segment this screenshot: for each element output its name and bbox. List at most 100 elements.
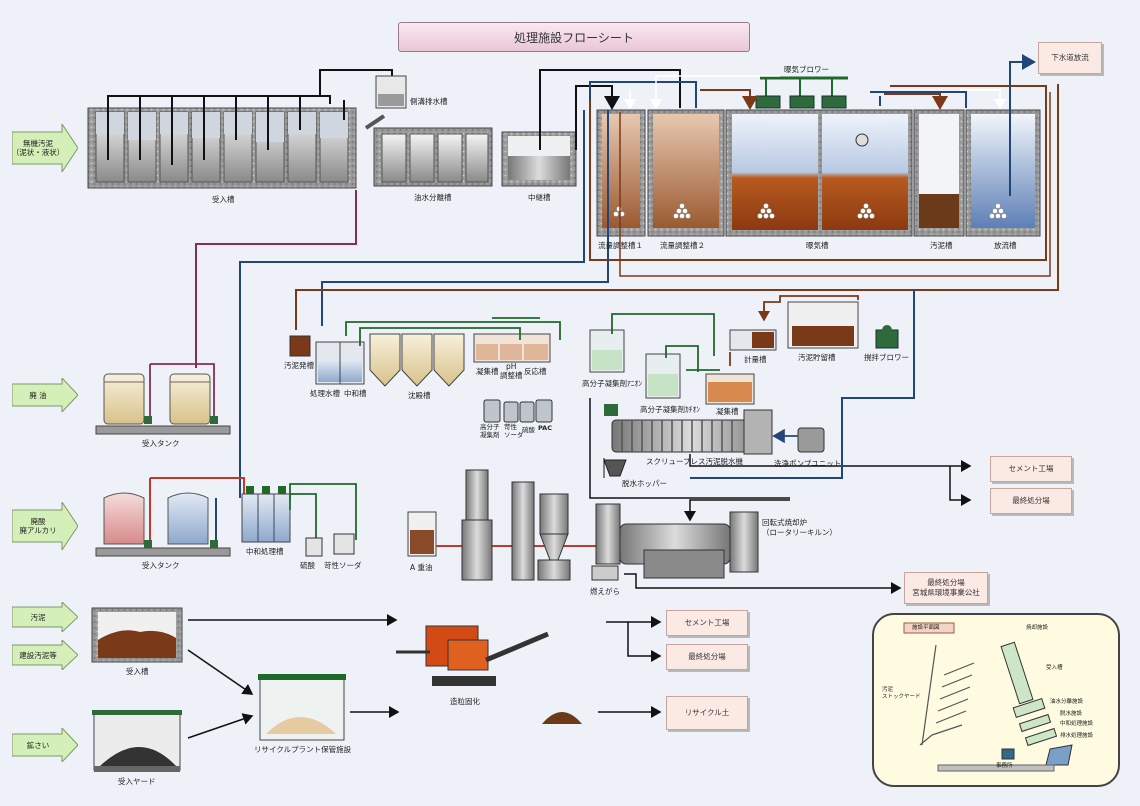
ph-reaction-tanks: [473, 333, 551, 363]
dest-final-1: 最終処分場: [990, 488, 1072, 514]
label-aeration-blower: 曝気ブロワー: [784, 65, 829, 74]
wash-pump: [772, 427, 825, 453]
label-recycle-plant: リサイクルプラント保管施設: [254, 745, 352, 754]
recycle-plant-storage: [258, 674, 346, 741]
sedimentation-tanks: [369, 333, 465, 387]
label-sedimentation-tank: 沈殿槽: [408, 391, 431, 400]
sulfuric-caustic-drums: [305, 533, 355, 557]
label-cinders: 燃えがら: [590, 587, 620, 596]
label-discharge-tank: 放流槽: [994, 241, 1017, 250]
side-drain-tank: [375, 75, 407, 109]
label-aeration-tank: 曝気槽: [806, 241, 829, 250]
label-chem-pac: PAC: [538, 424, 552, 432]
label-flow-adjust-2: 流量調整槽２: [660, 241, 705, 250]
dest-cement-1: セメント工場: [990, 456, 1072, 482]
label-receiving-tank-main: 受入槽: [212, 195, 235, 204]
aeration-blower: [755, 76, 869, 147]
dest-final-3: 最終処分場: [666, 644, 748, 670]
site-map-title: 施設平面図: [912, 625, 940, 631]
receiving-tank-main: [87, 107, 357, 189]
input-arrow-waste-oil: 廃 油: [12, 378, 78, 412]
label-reaction-tank: 反応槽: [524, 367, 547, 376]
label-oil-water-separator: 油水分離槽: [414, 193, 452, 202]
label-rotary-kiln: 回転式焼却炉 （ロータリーキルン）: [762, 518, 837, 537]
cinders-bin: [591, 565, 619, 581]
treated-water-tank: [315, 341, 365, 385]
site-map-drawing: [903, 622, 1073, 772]
heavy-oil-tank: [407, 511, 437, 557]
flow-adjust-tank-1: [596, 109, 646, 237]
label-receiving-yard: 受入ヤード: [118, 777, 156, 786]
chemical-drums: [483, 399, 553, 423]
label-sludge-pit: 汚泥発槽: [284, 361, 314, 370]
sludge-tank: [913, 109, 965, 237]
label-chem-caustic: 苛性 ソーダ: [504, 423, 524, 439]
dest-cement-2: セメント工場: [666, 610, 748, 636]
label-caustic: 苛性ソーダ: [324, 561, 362, 570]
site-map-label-2: 焼却施設: [1026, 625, 1049, 631]
incinerator-plant: [461, 469, 759, 581]
site-map-label-4: 脱水施設: [1060, 711, 1083, 717]
stir-blower: [875, 325, 899, 349]
label-flow-adjust-1: 流量調整槽１: [598, 241, 643, 250]
recycle-soil-pile: [542, 712, 582, 724]
site-map-label-5: 中和処理施設: [1060, 721, 1094, 727]
label-side-drain-tank: 側溝排水槽: [410, 97, 448, 106]
waste-oil-receiving-tanks: [95, 363, 231, 435]
label-polymer-cation: 高分子凝集剤ｶﾁｵﾝ: [640, 405, 700, 414]
label-metering-tank: 計量槽: [744, 355, 767, 364]
input-arrow-mud: 無機汚泥 （泥状・液状）: [12, 124, 78, 172]
acid-alkali-receiving-tanks: [95, 477, 245, 557]
aeration-tank: [725, 109, 913, 237]
label-coagulation-tank: 凝集槽: [476, 367, 499, 376]
dest-recycle-soil: リサイクル土: [666, 696, 748, 730]
label-polymer-anion: 高分子凝集剤ｱﾆｵﾝ: [582, 379, 642, 388]
polymer-tanks: [589, 329, 681, 399]
site-map-label-1: 汚泥 ストックヤード: [882, 687, 921, 700]
label-treated-water-tank: 処理水槽: [310, 389, 340, 398]
coagulation-tank-2: [705, 373, 755, 405]
label-screw-press: スクリュープレス汚泥脱水機: [646, 457, 744, 466]
site-map: 施設平面図 受入槽 汚泥 ストックヤード 焼却施設 油水分離施設 脱水施設 中和…: [872, 613, 1120, 787]
sludge-pit: [289, 335, 311, 357]
label-receiving-tank-acid: 受入タンク: [142, 561, 180, 570]
dest-sewer-discharge: 下水道放流: [1038, 42, 1102, 74]
dewater-hopper: [603, 459, 627, 477]
label-sulfuric: 硫酸: [300, 561, 315, 570]
neutralization-treatment-tank: [241, 486, 291, 543]
site-map-label-0: 受入槽: [1046, 665, 1063, 671]
dest-final-2: 最終処分場 宮城県環境事業公社: [904, 572, 988, 604]
label-stir-blower: 撹拌ブロワー: [864, 353, 909, 362]
label-neutralization-tank: 中和処理槽: [246, 547, 284, 556]
site-map-label-6: 排水処理施設: [1060, 733, 1094, 739]
site-map-label-7: 事務所: [996, 763, 1013, 769]
label-chem-polymer: 高分子 凝集剤: [480, 423, 500, 439]
label-dewater-hopper: 脱水ホッパー: [622, 479, 667, 488]
granulation-machine: [396, 625, 549, 686]
sludge-storage-tank: [787, 301, 859, 349]
input-arrow-sludge: 汚泥: [12, 602, 78, 632]
input-arrow-slag: 鉱さい: [12, 728, 78, 762]
sludge-receiving-tank: [91, 607, 183, 663]
input-arrow-construction-sludge: 建設汚泥等: [12, 640, 78, 670]
input-arrow-acid-alkali: 廃酸 廃アルカリ: [12, 502, 78, 550]
discharge-tank: [965, 109, 1041, 237]
label-chem-sulfuric: 硫酸: [522, 426, 535, 434]
label-receiving-tank-sludge: 受入槽: [126, 667, 149, 676]
label-neutralization-tank-small: 中和槽: [344, 389, 367, 398]
label-wash-pump: 洗浄ポンプユニット: [774, 459, 842, 468]
page-title: 処理施設フローシート: [398, 22, 750, 52]
metering-tank: [729, 329, 777, 351]
label-receiving-tank-oil: 受入タンク: [142, 439, 180, 448]
receiving-yard: [92, 710, 182, 772]
oil-water-separator: [364, 114, 493, 187]
label-intermediate-tank: 中継槽: [528, 193, 551, 202]
label-coag-tank-2: 凝集槽: [716, 407, 739, 416]
screw-press: [604, 404, 773, 455]
label-sludge-storage: 汚泥貯留槽: [798, 353, 836, 362]
label-granulation: 造粒固化: [450, 697, 480, 706]
label-heavy-oil: A 重油: [410, 563, 433, 572]
label-sludge-tank: 汚泥槽: [930, 241, 953, 250]
